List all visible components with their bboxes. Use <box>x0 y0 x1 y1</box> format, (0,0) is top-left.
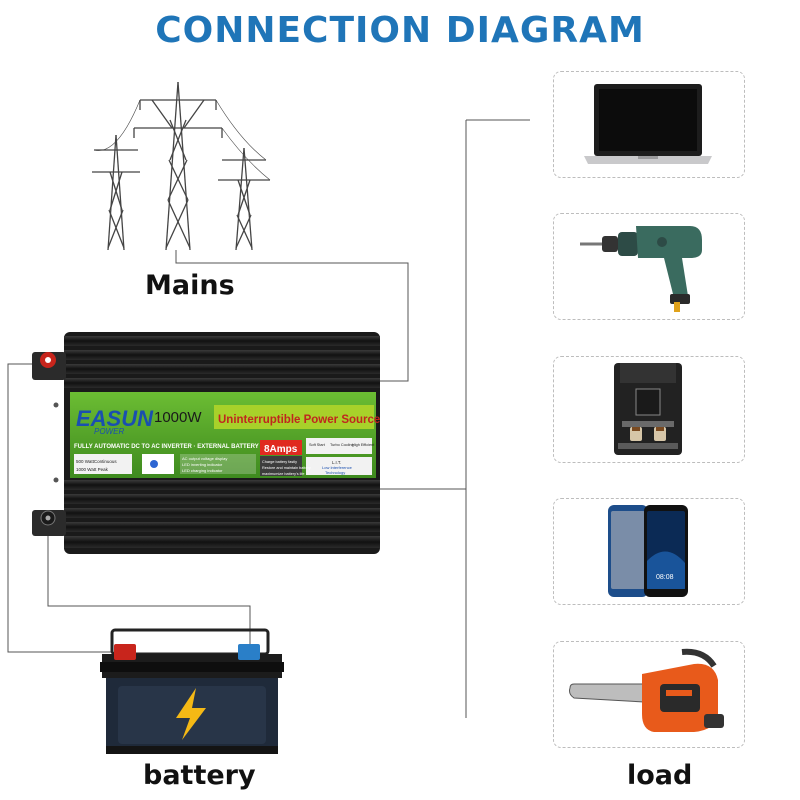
load-label: load <box>627 760 693 791</box>
battery-label: battery <box>143 760 256 791</box>
inverter-feature-1: Soft Start <box>309 443 326 447</box>
load-box-coffee-machine <box>553 356 745 463</box>
drill-icon <box>580 226 702 312</box>
inverter-lit-3: Technology <box>325 470 345 475</box>
inverter-lit-1: L.I.T. <box>332 460 341 465</box>
inverter-charge-2: Restore and maintain battery <box>262 466 311 470</box>
inverter-subtitle-text: FULLY AUTOMATIC DC TO AC INVERTER · EXTE… <box>74 444 259 450</box>
inverter-feature-2: Turbo Cooling <box>330 443 354 447</box>
inverter-wattage-text: 1000W <box>154 409 202 426</box>
inverter-icon: EASUN POWER 1000W Uninterruptible Power … <box>32 332 380 554</box>
diagram-title: CONNECTION DIAGRAM <box>155 10 645 51</box>
battery-icon <box>100 628 284 754</box>
smartphone-icon: 08:08 <box>608 505 688 597</box>
load-box-chainsaw <box>553 641 745 748</box>
load-box-laptop <box>553 71 745 178</box>
inverter-ups-text: Uninterruptible Power Source <box>218 414 380 426</box>
inverter-spec-2: 1000 Watt Peak <box>76 467 109 472</box>
phone-clock-text: 08:08 <box>656 574 674 581</box>
laptop-icon <box>584 84 712 164</box>
chainsaw-icon <box>569 648 724 732</box>
inverter-feature-3: High Efficient <box>352 443 375 447</box>
lightning-bolt-icon <box>176 688 206 740</box>
load-box-smartphone: 08:08 <box>553 498 745 605</box>
coffee-machine-icon <box>614 363 682 455</box>
inverter-amps-text: 8Amps <box>264 444 298 455</box>
inverter-brand-text: EASUN <box>76 406 154 431</box>
inverter-lit-2: Low Interference <box>322 465 353 470</box>
inverter-brand-sub-text: POWER <box>94 427 124 436</box>
mains-label: Mains <box>145 270 235 301</box>
inverter-led-3: LED charging indicator <box>182 468 223 473</box>
inverter-charge-3: maximumize battery's life <box>262 472 305 476</box>
inverter-led-1: AC output voltage display <box>182 456 227 461</box>
load-box-drill <box>553 213 745 320</box>
inverter-charge-1: Charge battery fastly <box>262 460 297 464</box>
inverter-spec-1: 500 WattContinuous <box>76 459 117 464</box>
inverter-led-2: LED inverting indicator <box>182 462 223 467</box>
power-tower-icon <box>92 81 271 251</box>
